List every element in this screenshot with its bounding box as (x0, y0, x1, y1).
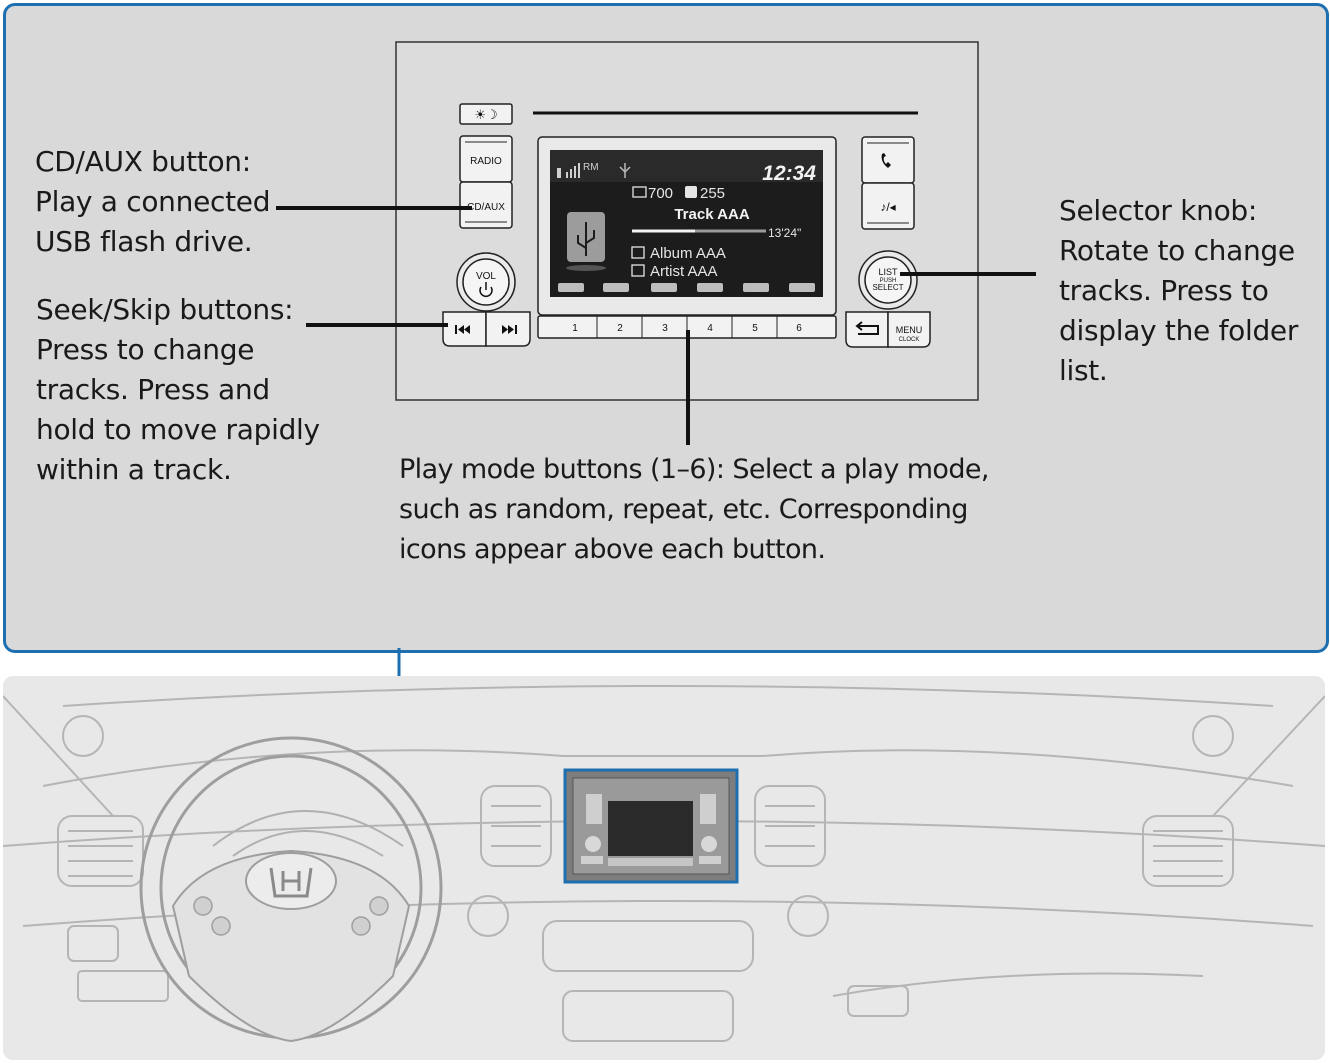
preset-button-3[interactable]: 3 (662, 323, 668, 334)
select-label: SELECT (872, 283, 903, 292)
clock-label: CLOCK (899, 337, 920, 343)
radio-button[interactable]: RADIO (459, 135, 513, 183)
album-name: Album AAA (650, 245, 726, 262)
screen-clock: 12:34 (762, 162, 816, 185)
play-mode-icon-1 (558, 283, 584, 292)
play-mode-icon-2 (603, 283, 629, 292)
rm-indicator: RM (583, 162, 599, 173)
back-arrow-icon (855, 321, 879, 335)
folder-count: 700 (648, 185, 673, 202)
back-button[interactable] (845, 311, 889, 348)
play-mode-icon-3 (651, 283, 677, 292)
phone-icon (881, 153, 891, 168)
day-night-button[interactable]: ☀☽ (459, 103, 513, 125)
preset-button-1[interactable]: 1 (572, 323, 578, 334)
volume-knob[interactable]: VOL (456, 252, 516, 312)
play-mode-callout-line: such as random, repeat, etc. Correspondi… (399, 494, 968, 525)
day-night-icon: ☀☽ (474, 107, 497, 122)
play-mode-icon-4 (697, 283, 723, 292)
seek-back-button[interactable] (442, 311, 487, 347)
folder-icon (632, 186, 647, 198)
music-file-icon (685, 186, 697, 198)
head-unit-thumbnail (563, 768, 739, 884)
play-mode-icons (558, 283, 815, 292)
selector-callout: Selector knob: Rotate to change tracks. … (1059, 191, 1298, 391)
preset-buttons-row: 1 2 3 4 5 6 (537, 315, 837, 339)
cd-aux-callout: CD/AUX button: Play a connected USB flas… (35, 142, 270, 262)
radio-button-label: RADIO (470, 156, 502, 167)
signal-icon (557, 163, 580, 178)
seek-skip-callout-line: Press to change (36, 333, 255, 366)
selector-callout-line: Selector knob: (1059, 194, 1258, 227)
dashboard-drawing (3, 685, 1325, 1043)
cd-aux-callout-line: USB flash drive. (35, 225, 253, 258)
selector-callout-line: list. (1059, 354, 1108, 387)
selector-callout-line: tracks. Press to (1059, 274, 1269, 307)
seek-skip-callout-line: tracks. Press and (36, 373, 270, 406)
phone-button[interactable] (861, 136, 915, 184)
push-label: PUSH (880, 278, 897, 284)
play-mode-callout: Play mode buttons (1–6): Select a play m… (399, 450, 989, 570)
preset-button-2[interactable]: 2 (617, 323, 623, 334)
skip-back-icon (455, 325, 470, 334)
seek-skip-callout: Seek/Skip buttons: Press to change track… (36, 290, 320, 490)
seek-skip-callout-line: Seek/Skip buttons: (36, 293, 294, 326)
preset-button-6[interactable]: 6 (796, 323, 802, 334)
cd-aux-button[interactable]: CD/AUX (459, 181, 513, 229)
seek-skip-callout-line: within a track. (36, 453, 232, 486)
seek-skip-callout-line: hold to move rapidly (36, 413, 320, 446)
selector-knob[interactable]: LIST PUSH SELECT (858, 250, 918, 310)
track-time: 13'24" (768, 226, 801, 240)
artist-name: Artist AAA (650, 263, 718, 280)
cd-aux-button-label: CD/AUX (467, 202, 505, 213)
track-count: 255 (700, 185, 725, 202)
menu-label: MENU (896, 325, 923, 335)
selector-callout-line: Rotate to change (1059, 234, 1295, 267)
selector-callout-line: display the folder (1059, 314, 1299, 347)
list-label: LIST (878, 267, 898, 277)
preset-button-4[interactable]: 4 (707, 323, 713, 334)
artist-icon (631, 264, 645, 277)
power-icon (479, 282, 493, 297)
cd-aux-callout-line: Play a connected (35, 185, 271, 218)
seek-forward-button[interactable] (485, 311, 531, 347)
play-mode-callout-line: Play mode buttons (1–6): Select a play m… (399, 454, 989, 485)
vol-label: VOL (476, 271, 496, 282)
dashboard-illustration (3, 676, 1325, 1060)
cd-aux-callout-line: CD/AUX button: (35, 145, 251, 178)
menu-clock-button[interactable]: MENU CLOCK (887, 311, 931, 348)
usb-icon (566, 212, 606, 271)
track-name: Track AAA (674, 206, 749, 223)
usb-status-icon (619, 163, 631, 178)
music-speaker-icon: ♪/◂ (880, 200, 895, 214)
album-icon (631, 246, 645, 259)
play-mode-icon-5 (743, 283, 769, 292)
skip-forward-icon (502, 325, 517, 334)
play-mode-callout-line: icons appear above each button. (399, 534, 826, 565)
play-mode-icon-6 (789, 283, 815, 292)
honda-logo-icon (269, 867, 313, 898)
media-button[interactable]: ♪/◂ (861, 182, 915, 230)
preset-button-5[interactable]: 5 (752, 323, 758, 334)
